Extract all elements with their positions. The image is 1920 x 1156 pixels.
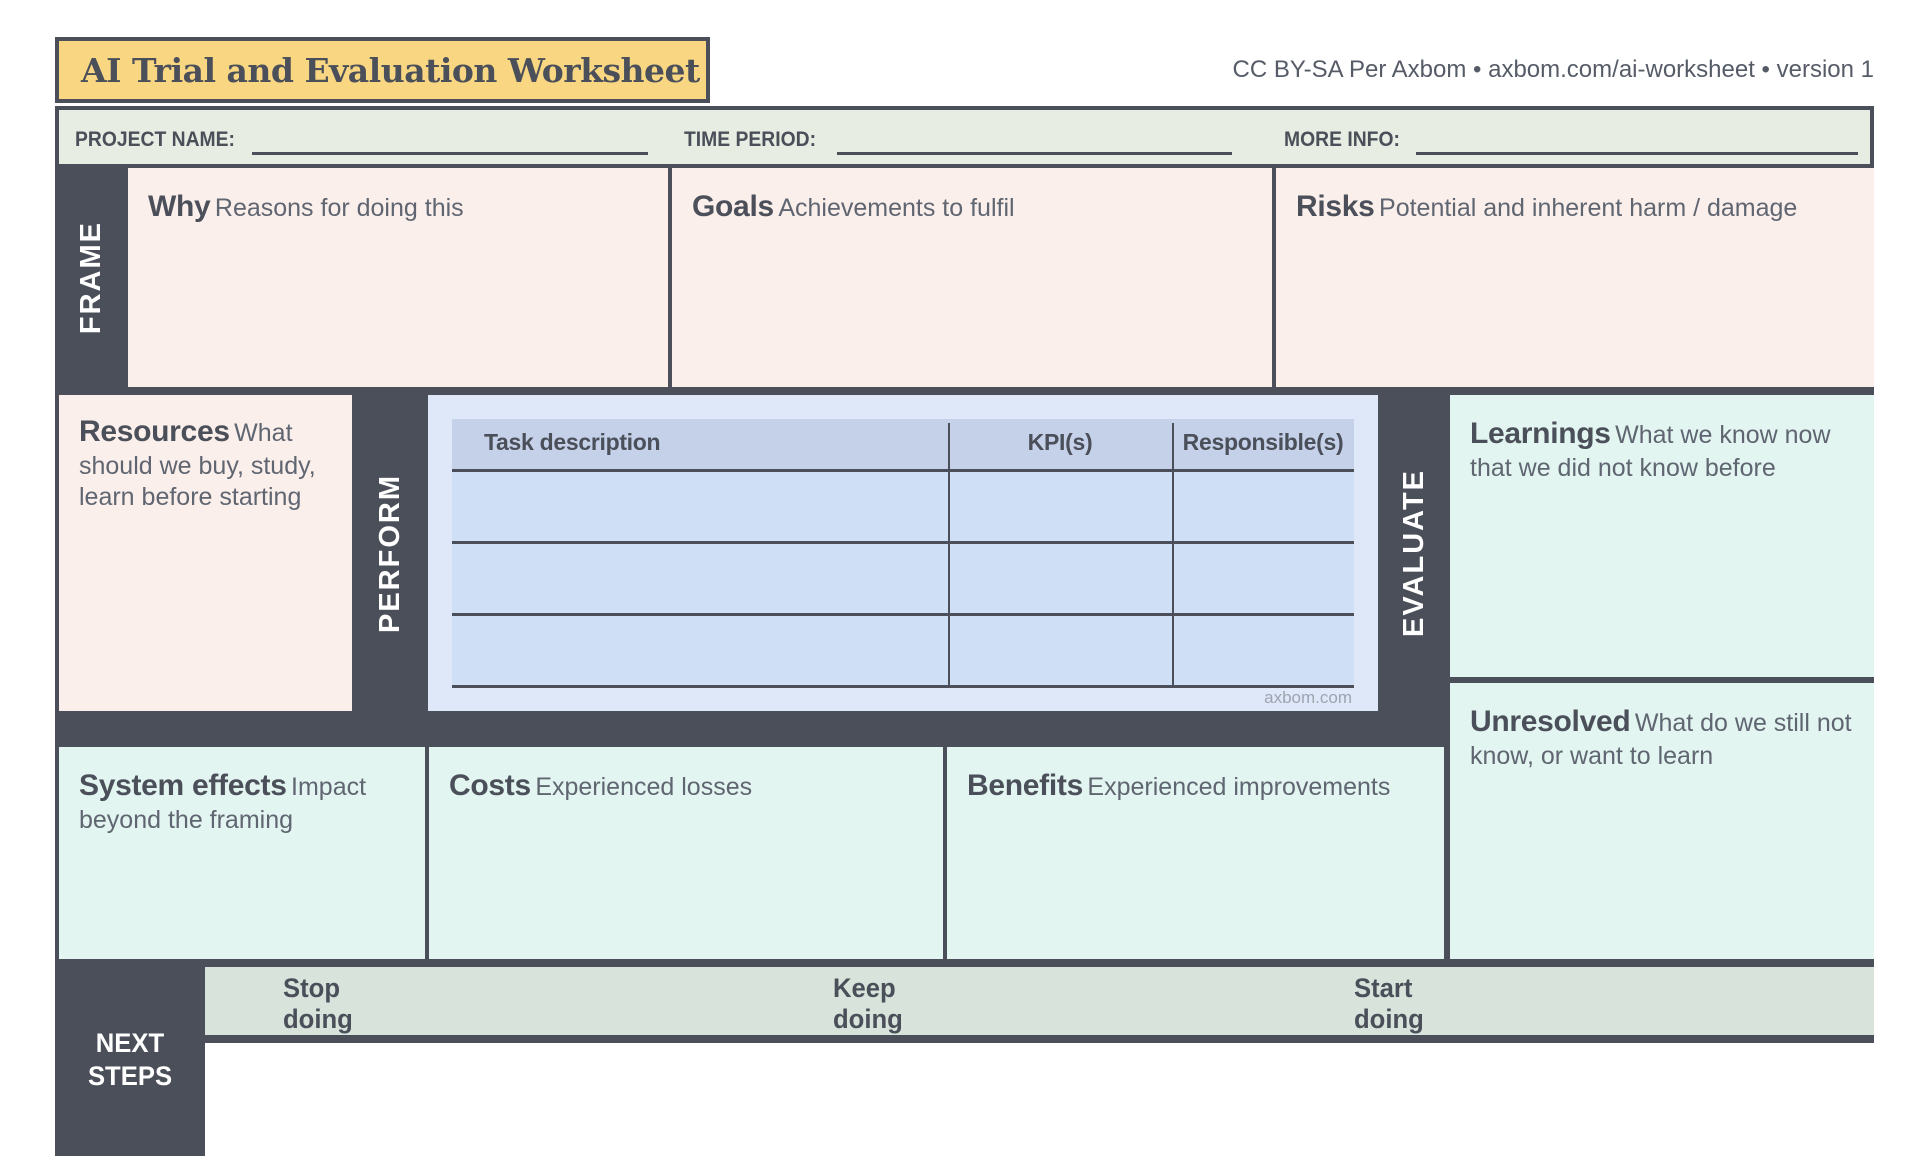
table-row[interactable] [452, 471, 1354, 543]
why-desc: Reasons for doing this [214, 194, 464, 222]
panel-learnings[interactable]: Learnings What we know now that we did n… [1450, 395, 1874, 677]
worksheet-title-box: AI Trial and Evaluation Worksheet [55, 37, 710, 103]
resources-title: Resources [79, 415, 230, 448]
panel-system-effects[interactable]: System effects Impact beyond the framing [59, 747, 425, 959]
column-responsibles: Responsible(s) [1182, 429, 1344, 455]
unresolved-desc: What do we still not know, or want to le… [1470, 709, 1852, 770]
costs-title: Costs [449, 769, 531, 802]
learnings-desc: What we know now that we did not know be… [1470, 421, 1831, 482]
evaluate-band-label: EVALUATE [1397, 469, 1430, 637]
table-line [452, 613, 1354, 616]
perform-band-label: PERFORM [373, 473, 406, 633]
system-effects-title: System effects [79, 769, 287, 802]
keep-doing-label: Keep doing [833, 973, 903, 1035]
learnings-title: Learnings [1470, 417, 1611, 450]
axbom-watermark: axbom.com [1264, 688, 1352, 707]
benefits-title: Benefits [967, 769, 1083, 802]
project-name-label: PROJECT NAME: [75, 128, 235, 151]
next-steps-row[interactable]: Stop doing Keep doing Start doing [205, 967, 1874, 1035]
goals-desc: Achievements to fulfil [778, 194, 1015, 222]
table-line [452, 469, 1354, 472]
license-credit-text: CC BY-SA Per Axbom • axbom.com/ai-worksh… [1232, 56, 1874, 83]
why-title: Why [148, 190, 211, 223]
panel-benefits[interactable]: Benefits Experienced improvements [947, 747, 1444, 959]
next-steps-bar: NEXT STEPS [55, 963, 205, 1156]
unresolved-title: Unresolved [1470, 705, 1631, 738]
benefits-desc: Experienced improvements [1087, 773, 1391, 801]
project-info-row: PROJECT NAME: TIME PERIOD: MORE INFO: [59, 110, 1870, 164]
table-line [1172, 423, 1174, 687]
goals-title: Goals [692, 190, 774, 223]
evaluate-band-bar: EVALUATE [1378, 395, 1450, 711]
table-row[interactable] [452, 543, 1354, 615]
panel-unresolved[interactable]: Unresolved What do we still not know, or… [1450, 683, 1874, 959]
time-period-field[interactable] [837, 152, 1232, 155]
task-table-header-row [452, 419, 1354, 471]
frame-band-bar: FRAME [55, 168, 128, 387]
risks-desc: Potential and inherent harm / damage [1379, 194, 1798, 222]
panel-resources[interactable]: Resources What should we buy, study, lea… [59, 395, 352, 711]
perform-band-bar: PERFORM [352, 395, 428, 711]
column-kpis: KPI(s) [1027, 429, 1093, 455]
column-task-description: Task description [484, 429, 661, 455]
table-line [452, 541, 1354, 544]
frame-band-label: FRAME [75, 220, 107, 335]
costs-desc: Experienced losses [535, 773, 753, 801]
task-table-body [452, 471, 1354, 687]
panel-risks[interactable]: Risks Potential and inherent harm / dama… [1276, 168, 1874, 387]
next-steps-label: NEXT STEPS [87, 1028, 173, 1091]
worksheet-grid: PROJECT NAME: TIME PERIOD: MORE INFO: FR… [55, 106, 1874, 1156]
project-name-field[interactable] [252, 152, 648, 155]
time-period-label: TIME PERIOD: [684, 128, 817, 151]
stop-doing-label: Stop doing [283, 973, 353, 1035]
task-table: Task description KPI(s) Responsible(s) a… [428, 395, 1378, 711]
table-row[interactable] [452, 615, 1354, 687]
table-line [452, 685, 1354, 688]
resources-desc: What should we buy, study, learn before … [79, 419, 316, 511]
more-info-field[interactable] [1416, 152, 1858, 155]
table-line [948, 423, 950, 687]
panel-costs[interactable]: Costs Experienced losses [429, 747, 943, 959]
panel-why[interactable]: Why Reasons for doing this [128, 168, 668, 387]
more-info-label: MORE INFO: [1284, 128, 1400, 151]
start-doing-label: Start doing [1354, 973, 1424, 1035]
system-effects-desc: Impact beyond the framing [79, 773, 367, 834]
risks-title: Risks [1296, 190, 1375, 223]
panel-goals[interactable]: Goals Achievements to fulfil [672, 168, 1272, 387]
page-title: AI Trial and Evaluation Worksheet [81, 50, 700, 90]
